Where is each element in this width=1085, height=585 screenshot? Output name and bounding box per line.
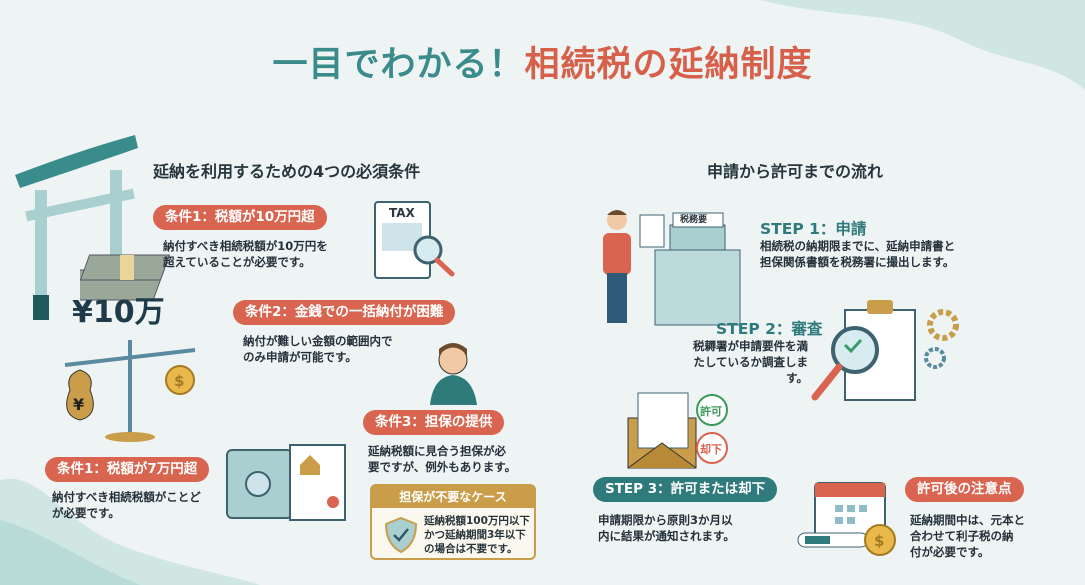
building-sign: 税務要 (680, 215, 708, 225)
condition-4-body: 納付すべき相続税額がことどが必要です。 (52, 490, 201, 520)
safe-and-deed-icon (226, 444, 346, 521)
review-magnifier-illustration (811, 300, 959, 401)
flow-heading: 申請から許可までの流れ (707, 162, 884, 181)
balance-scale-icon: ¥ $ (64, 340, 196, 442)
page-title: 一目でわかる！相続税の延納制度 (272, 45, 813, 85)
step-2-title: STEP 2：審査 (716, 320, 823, 338)
condition-1-body: 納付すべき相続税額が10万円を超えていることが必要です。 (163, 239, 328, 269)
step-3-body: 申請期限から原則3か月以内に結果が通知されます。 (598, 513, 735, 543)
svg-text:¥: ¥ (73, 395, 84, 414)
money-stack-icon (80, 254, 171, 301)
note-pill: 許可後の注意点 (905, 477, 1024, 502)
svg-text:$: $ (874, 532, 884, 550)
condition-2-body: 納付が難しい金額の範囲内でのみ申請が可能です。 (243, 334, 393, 364)
exception-box-body: 延納税額100万円以下かつ延納期間3年以下の場合は不要です。 (424, 515, 530, 555)
tax-document-icon (374, 201, 455, 279)
note-body: 延納期間中は、元本と合わせて利子税の納付が必要です。 (910, 513, 1025, 559)
svg-text:$: $ (174, 372, 184, 390)
condition-2-pill: 条件2：金銭での一括納付が困難 (233, 300, 456, 325)
tax-doc-label: TAX (389, 206, 415, 220)
conditions-heading: 延納を利用するための4つの必須条件 (153, 162, 421, 181)
condition-3-body: 延納税額に見合う担保が必要ですが、例外もあります。 (368, 444, 517, 474)
condition-3-pill: 条件3：担保の提供 (363, 410, 505, 435)
condition-4-pill: 条件1：税額が7万円超 (45, 457, 210, 482)
step-1-body: 相続税の納期限までに、延納申請書と担保関係書額を税務署に撮出します。 (760, 239, 956, 269)
amount-label: ¥10万 (72, 295, 165, 330)
approve-stamp: 許可 (700, 405, 722, 418)
worried-person-icon (430, 343, 477, 405)
step-1-title: STEP 1：申請 (760, 220, 867, 238)
condition-1-pill: 条件1：税額が10万円超 (153, 205, 327, 230)
exception-box: 担保が不要なケース 延納税額100万円以下かつ延納期間3年以下の場合は不要です。 (370, 484, 536, 560)
exception-box-title: 担保が不要なケース (372, 486, 534, 508)
reject-stamp: 却下 (700, 443, 722, 456)
step-2-body: 税耨署が申請要件を満たしているか調査します。 (693, 339, 808, 385)
calendar-interest-icon: $ (797, 482, 896, 556)
shield-check-icon (384, 516, 418, 554)
envelope-result-illustration (627, 392, 728, 469)
applicant-at-tax-office-illustration (603, 210, 741, 326)
torii-gate-illustration (15, 135, 138, 320)
step-3-pill: STEP 3：許可または却下 (593, 477, 778, 502)
